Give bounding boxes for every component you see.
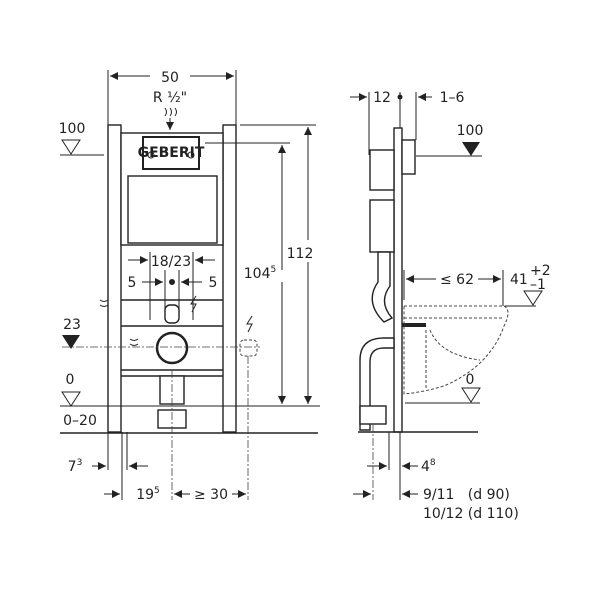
electric-icon bbox=[246, 315, 253, 333]
flush-plate-side bbox=[401, 139, 416, 175]
frame-post-left bbox=[107, 124, 122, 433]
drain-end-side bbox=[359, 405, 387, 425]
depth-1-6-label: 1–6 bbox=[440, 90, 465, 106]
water-inlet-label: R ½" bbox=[153, 90, 187, 106]
electrical-box bbox=[239, 339, 258, 357]
dim-4-label: 48 bbox=[421, 458, 436, 475]
level-100-label: 100 bbox=[59, 121, 86, 137]
water-flow-icon bbox=[129, 338, 139, 346]
water-inlet-icon bbox=[164, 107, 177, 130]
cistern-top-side bbox=[369, 149, 395, 191]
spacing-18-23-label: 18/23 bbox=[151, 254, 191, 270]
front-view: 50 R ½" GEBERIT 18/23 5 5 100 23 0 0–20 bbox=[59, 70, 320, 503]
dim-30-label: ≥ 30 bbox=[194, 487, 228, 503]
drain-connection bbox=[155, 331, 189, 365]
bowl-length-label: ≤ 62 bbox=[440, 272, 474, 288]
toilet-bowl-outline bbox=[403, 305, 509, 395]
side-level-100-label: 100 bbox=[457, 123, 484, 139]
brand-logo: GEBERIT bbox=[138, 145, 205, 161]
bolt-side bbox=[402, 323, 426, 327]
flush-connector bbox=[164, 304, 180, 324]
seat-tolerance-plus: +2 bbox=[530, 263, 551, 279]
floor-range-label: 0–20 bbox=[63, 413, 97, 429]
level-marker-filled bbox=[62, 335, 80, 349]
level-0-label: 0 bbox=[66, 372, 75, 388]
cistern-panel bbox=[127, 175, 218, 244]
drain-d90-label: 9/11 (d 90) bbox=[423, 487, 510, 503]
width-label: 50 bbox=[161, 70, 179, 86]
water-icon bbox=[99, 299, 109, 307]
dim-19-label: 195 bbox=[136, 486, 160, 503]
depth-12-label: 12 bbox=[373, 90, 391, 106]
side-view: 12 1–6 100 ≤ 62 41 +2 –1 0 48 9/11 (d 90… bbox=[350, 90, 551, 522]
height-104-label: 1045 bbox=[244, 265, 276, 282]
drain-d110-label: 10/12 (d 110) bbox=[423, 506, 519, 522]
level-23-label: 23 bbox=[63, 317, 81, 333]
seat-tolerance-minus: –1 bbox=[530, 277, 546, 293]
offset-right-label: 5 bbox=[209, 275, 218, 291]
flush-pipe-side bbox=[371, 251, 394, 323]
flush-plate[interactable] bbox=[142, 136, 200, 170]
frame-post-right bbox=[222, 124, 237, 433]
frame-side bbox=[393, 127, 403, 433]
seat-height-label: 41 bbox=[510, 272, 528, 288]
height-112-label: 112 bbox=[287, 246, 314, 262]
dim-7-label: 73 bbox=[68, 458, 83, 475]
level-marker-open bbox=[61, 139, 81, 155]
offset-left-label: 5 bbox=[128, 275, 137, 291]
side-level-0-label: 0 bbox=[466, 372, 475, 388]
cistern-body-side bbox=[369, 199, 395, 253]
